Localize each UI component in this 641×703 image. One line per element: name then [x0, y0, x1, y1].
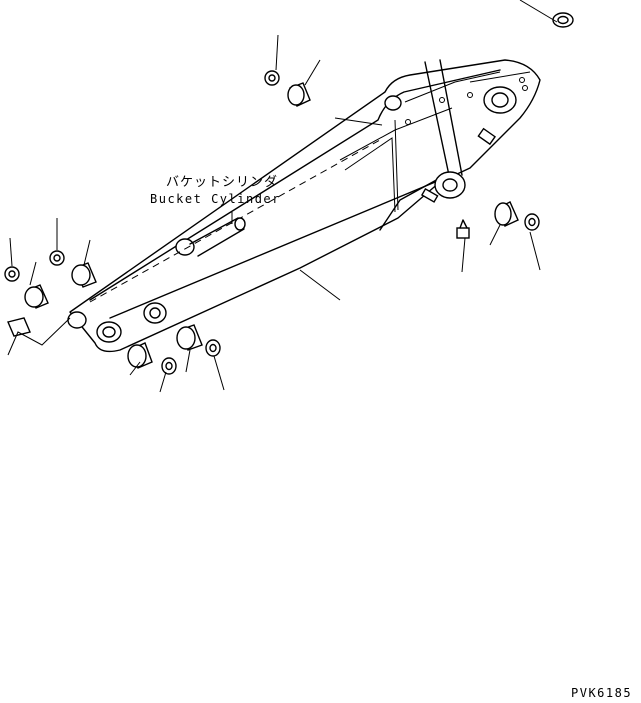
parts	[4, 12, 574, 375]
cylinder-pin-axis	[89, 139, 381, 303]
body-bosses	[67, 77, 528, 343]
figure-code: PVK6185	[571, 686, 633, 700]
bucket-cylinder-label-en: Bucket Cylinder	[150, 192, 281, 206]
grease-fitting-right	[456, 227, 470, 239]
leader-lines	[7, 0, 558, 393]
grease-fitting-left	[7, 317, 31, 337]
bucket-cylinder-label-jp: バケットシリンダ	[166, 175, 279, 190]
arm-body	[69, 59, 541, 353]
